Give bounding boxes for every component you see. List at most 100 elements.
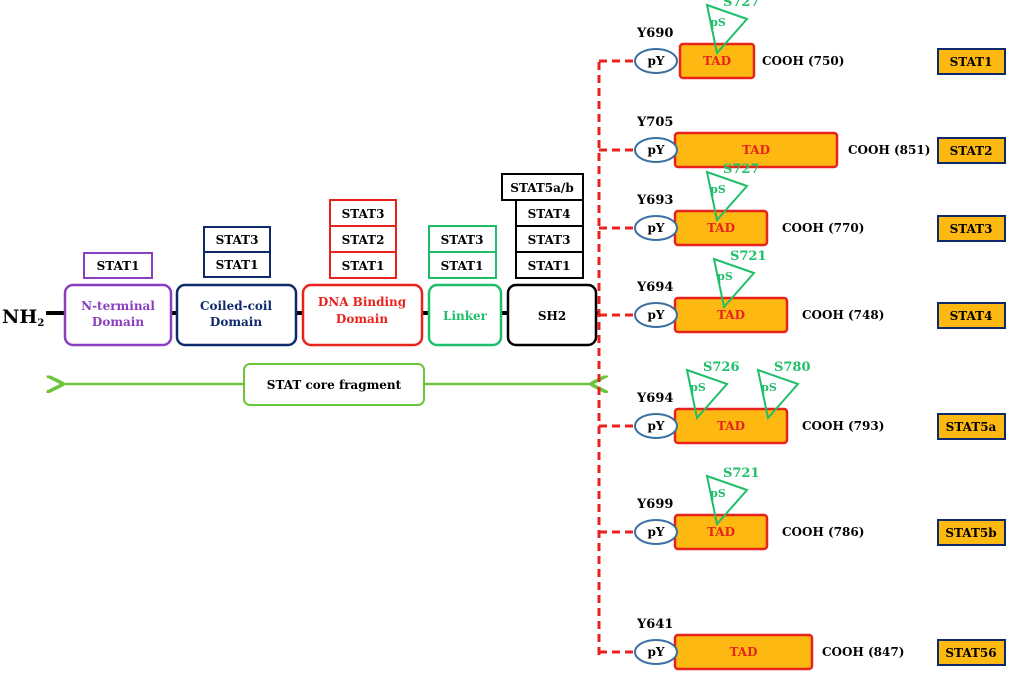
ps-label: pS bbox=[761, 381, 777, 394]
tyrosine-label: Y693 bbox=[636, 193, 673, 208]
serine-label: S721 bbox=[723, 466, 760, 481]
stack-coiled: STAT3 STAT1 bbox=[203, 226, 271, 278]
py-label: pY bbox=[648, 308, 665, 322]
ps-label: pS bbox=[717, 270, 733, 283]
py-label: pY bbox=[648, 645, 665, 659]
ps-site: pS S721 bbox=[712, 249, 767, 310]
stat-badge bbox=[937, 413, 1006, 440]
cooh-label: COOH (750) bbox=[762, 54, 844, 68]
domain-nterm: N-terminal Domain bbox=[63, 283, 173, 347]
stack-dna-0: STAT3 bbox=[342, 207, 385, 221]
py-ellipse bbox=[634, 302, 678, 328]
serine-label: S727 bbox=[723, 162, 760, 177]
stat-badge-label: STAT2 bbox=[950, 144, 993, 158]
cooh-label: COOH (851) bbox=[848, 143, 930, 157]
py-ellipse bbox=[634, 48, 678, 74]
stack-sh2-3: STAT1 bbox=[528, 259, 571, 273]
stat-badge bbox=[937, 215, 1006, 242]
ps-triangle bbox=[756, 368, 800, 421]
stack-sh2-1: STAT4 bbox=[528, 207, 571, 221]
stat-badge bbox=[937, 302, 1006, 329]
core-fragment-label: STAT core fragment bbox=[267, 378, 402, 392]
stack-coiled-0: STAT3 bbox=[216, 233, 259, 247]
tad-box bbox=[678, 42, 756, 80]
ps-label: pS bbox=[690, 381, 706, 394]
domain-dna: DNA Binding Domain bbox=[301, 283, 424, 347]
stack-dna-1: STAT2 bbox=[342, 233, 385, 247]
serine-label: S726 bbox=[703, 360, 740, 375]
domain-dna-line1: DNA Binding bbox=[318, 295, 407, 309]
cooh-label: COOH (786) bbox=[782, 525, 864, 539]
py-ellipse bbox=[634, 639, 678, 665]
serine-label: S727 bbox=[723, 0, 760, 10]
stack-linker-0: STAT3 bbox=[441, 233, 484, 247]
py-ellipse bbox=[634, 413, 678, 439]
ps-site: pS S726 bbox=[685, 360, 740, 421]
tad-label: TAD bbox=[742, 143, 770, 157]
py-ellipse bbox=[634, 215, 678, 241]
stat-badge-label: STAT4 bbox=[950, 309, 993, 323]
ps-site: pS S727 bbox=[705, 162, 760, 223]
stat-badge-label: STAT3 bbox=[950, 222, 993, 236]
ps-site: pS S721 bbox=[705, 466, 760, 527]
py-ellipse bbox=[634, 519, 678, 545]
stat-badge bbox=[937, 519, 1006, 546]
tyrosine-label: Y641 bbox=[636, 617, 673, 632]
domain-linker: Linker bbox=[427, 283, 503, 347]
stat-badge-label: STAT56 bbox=[945, 646, 996, 660]
tyrosine-label: Y690 bbox=[636, 26, 673, 41]
tyrosine-label: Y694 bbox=[636, 280, 673, 295]
stat-badge bbox=[937, 48, 1006, 75]
domain-sh2: SH2 bbox=[506, 283, 598, 347]
domain-nterm-line1: N-terminal bbox=[81, 299, 155, 313]
serine-label: S780 bbox=[774, 360, 811, 375]
stat-badge bbox=[937, 137, 1006, 164]
ps-triangle bbox=[705, 3, 749, 56]
domain-coiled: Coiled-coil Domain bbox=[175, 283, 298, 347]
ps-site: pS S727 bbox=[705, 0, 760, 56]
stack-sh2: STAT5a/b STAT4 STAT3 STAT1 bbox=[501, 173, 584, 279]
nh2-main: NH bbox=[2, 306, 37, 328]
domain-nterm-line2: Domain bbox=[92, 315, 144, 329]
core-fragment-box bbox=[243, 363, 425, 406]
py-label: pY bbox=[648, 221, 665, 235]
ps-triangle bbox=[705, 474, 749, 527]
tad-label: TAD bbox=[717, 308, 745, 322]
domain-sh2-line1: SH2 bbox=[538, 309, 566, 323]
domain-coiled-line1: Coiled-coil bbox=[200, 299, 273, 313]
stack-sh2-2: STAT3 bbox=[528, 233, 571, 247]
ps-triangle bbox=[705, 170, 749, 223]
tad-label: TAD bbox=[730, 645, 758, 659]
tad-label: TAD bbox=[707, 221, 735, 235]
ps-label: pS bbox=[710, 16, 726, 29]
stack-linker: STAT3 STAT1 bbox=[428, 225, 497, 279]
stack-nterm: STAT1 bbox=[83, 252, 153, 279]
py-label: pY bbox=[648, 525, 665, 539]
stat-badge bbox=[937, 639, 1006, 666]
stack-coiled-1: STAT1 bbox=[216, 258, 259, 272]
ps-label: pS bbox=[710, 487, 726, 500]
serine-label: S721 bbox=[730, 249, 767, 264]
tad-label: TAD bbox=[717, 419, 745, 433]
nh2-subscript: 2 bbox=[37, 318, 44, 329]
py-label: pY bbox=[648, 54, 665, 68]
ps-triangle bbox=[712, 257, 756, 310]
cooh-label: COOH (748) bbox=[802, 308, 884, 322]
tyrosine-label: Y699 bbox=[636, 497, 673, 512]
ps-label: pS bbox=[710, 183, 726, 196]
domain-dna-line2: Domain bbox=[336, 312, 388, 326]
stack-nterm-0: STAT1 bbox=[97, 259, 140, 273]
stat-badge-label: STAT1 bbox=[950, 55, 993, 69]
stat-badge-label: STAT5a bbox=[946, 420, 997, 434]
stat-badge-label: STAT5b bbox=[945, 526, 996, 540]
nh2-label: NH2 bbox=[2, 306, 44, 329]
stack-linker-1: STAT1 bbox=[441, 259, 484, 273]
